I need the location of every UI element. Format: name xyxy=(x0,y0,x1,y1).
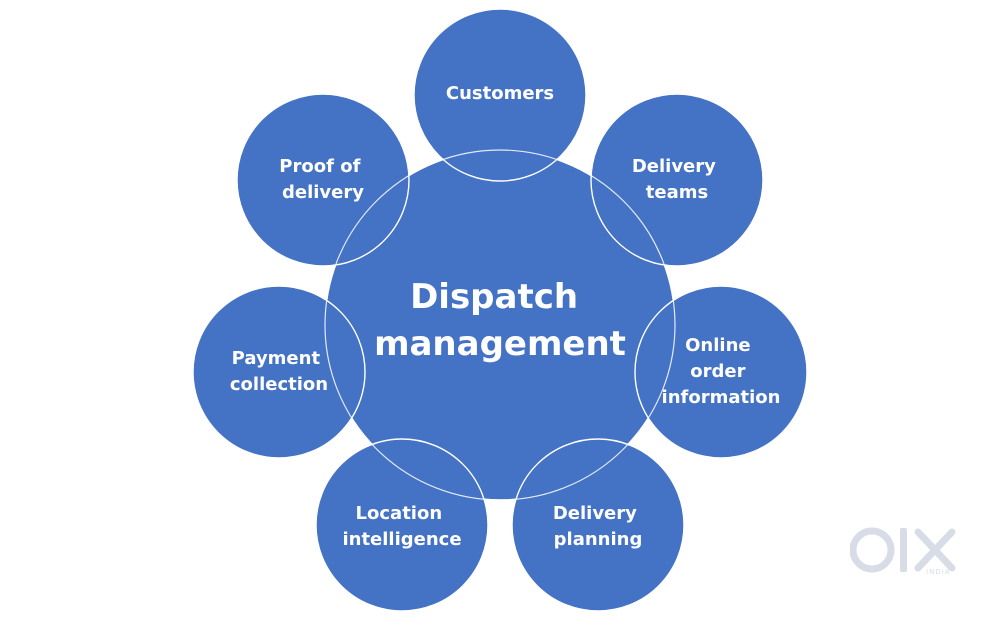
node-proof-of-delivery-label: Proof of delivery xyxy=(279,156,366,203)
node-online-order-information: Online order information xyxy=(634,285,808,459)
node-payment-collection-label: Payment collection xyxy=(230,348,328,395)
node-customers-label: Customers xyxy=(446,83,554,104)
node-customers-line-1: Customers xyxy=(446,83,554,104)
node-delivery-teams-line-1: Delivery xyxy=(632,156,716,177)
node-proof-of-delivery-circle xyxy=(236,93,410,267)
node-proof-of-delivery-line-2: delivery xyxy=(282,182,364,203)
node-online-order-information-line-3: information xyxy=(662,387,781,408)
node-delivery-teams-line-2: teams xyxy=(646,182,708,203)
node-customers: Customers xyxy=(413,8,587,182)
node-online-order-information-line-1: Online xyxy=(685,335,750,356)
node-location-intelligence-circle xyxy=(315,438,489,612)
node-location-intelligence-line-2: intelligence xyxy=(342,529,461,550)
node-proof-of-delivery-line-1: Proof of xyxy=(279,156,360,177)
watermark-subtext: INDIA xyxy=(926,568,951,576)
node-payment-collection-line-2: collection xyxy=(230,374,328,395)
center-label: Dispatch management xyxy=(374,277,626,364)
node-location-intelligence-line-1: Location xyxy=(356,503,443,524)
olx-o-shape xyxy=(850,527,895,573)
center-label-line-1: Dispatch xyxy=(410,277,578,317)
node-delivery-teams-circle xyxy=(590,93,764,267)
node-delivery-teams-label: Delivery teams xyxy=(632,156,722,203)
node-location-intelligence: Location intelligence xyxy=(315,438,489,612)
olx-watermark-logo xyxy=(850,527,956,573)
olx-l-shape xyxy=(900,528,907,572)
node-delivery-planning-circle xyxy=(511,438,685,612)
node-delivery-planning-line-2: planning xyxy=(554,529,643,550)
center-label-line-2: management xyxy=(374,324,626,364)
olx-x-shape xyxy=(914,528,956,572)
node-delivery-planning-line-1: Delivery xyxy=(553,503,637,524)
node-customers-circle xyxy=(413,8,587,182)
node-payment-collection-line-1: Payment xyxy=(232,348,321,369)
node-delivery-teams: Delivery teams xyxy=(590,93,764,267)
node-proof-of-delivery: Proof of delivery xyxy=(236,93,410,267)
node-online-order-information-circle xyxy=(634,285,808,459)
node-online-order-information-label: Online order information xyxy=(662,335,781,408)
node-location-intelligence-label: Location intelligence xyxy=(342,503,461,550)
center-circle-outline xyxy=(324,149,676,501)
node-payment-collection-circle xyxy=(192,285,366,459)
node-delivery-planning-label: Delivery planning xyxy=(553,503,643,550)
node-online-order-information-line-2: order xyxy=(690,361,745,382)
node-payment-collection: Payment collection xyxy=(192,285,366,459)
node-delivery-planning: Delivery planning xyxy=(511,438,685,612)
